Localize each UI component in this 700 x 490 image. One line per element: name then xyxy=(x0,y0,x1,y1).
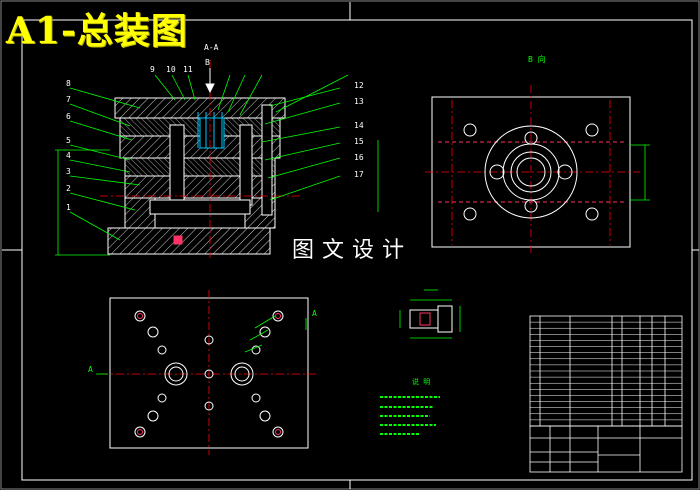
part-number-11: 11 xyxy=(183,65,193,74)
part-number-16: 16 xyxy=(354,153,364,162)
view-b: B 向 xyxy=(425,54,650,255)
view-b-label: B 向 xyxy=(528,54,546,64)
part-number-5: 5 xyxy=(66,136,71,145)
section-label-a-a: A-A xyxy=(204,43,219,52)
part-number-6: 6 xyxy=(66,112,71,121)
part-number-4: 4 xyxy=(66,151,71,160)
watermark-text: 图文设计 xyxy=(288,232,417,264)
part-number-2: 2 xyxy=(66,184,71,193)
part-number-9: 9 xyxy=(150,65,155,74)
part-number-3: 3 xyxy=(66,167,71,176)
technical-notes: 说 明 xyxy=(380,377,440,435)
section-view-a-a: B A-A xyxy=(55,43,379,258)
part-number-14: 14 xyxy=(354,121,364,130)
page-title: A1-总装图 xyxy=(6,10,188,52)
title-block xyxy=(529,315,683,473)
detail-view xyxy=(399,289,461,339)
view-label-a-left: A xyxy=(88,365,93,374)
part-number-7: 7 xyxy=(66,95,71,104)
part-number-17: 17 xyxy=(354,170,364,179)
bom-rows xyxy=(530,321,682,421)
part-number-12: 12 xyxy=(354,81,364,90)
notes-title: 说 明 xyxy=(412,377,430,386)
arrow-label-b: B xyxy=(205,58,210,67)
part-number-10: 10 xyxy=(166,65,176,74)
plan-view: A A xyxy=(88,290,318,455)
part-number-1: 1 xyxy=(66,203,71,212)
part-number-13: 13 xyxy=(354,97,364,106)
part-number-15: 15 xyxy=(354,137,364,146)
view-label-a-right: A xyxy=(312,309,317,318)
part-number-8: 8 xyxy=(66,79,71,88)
